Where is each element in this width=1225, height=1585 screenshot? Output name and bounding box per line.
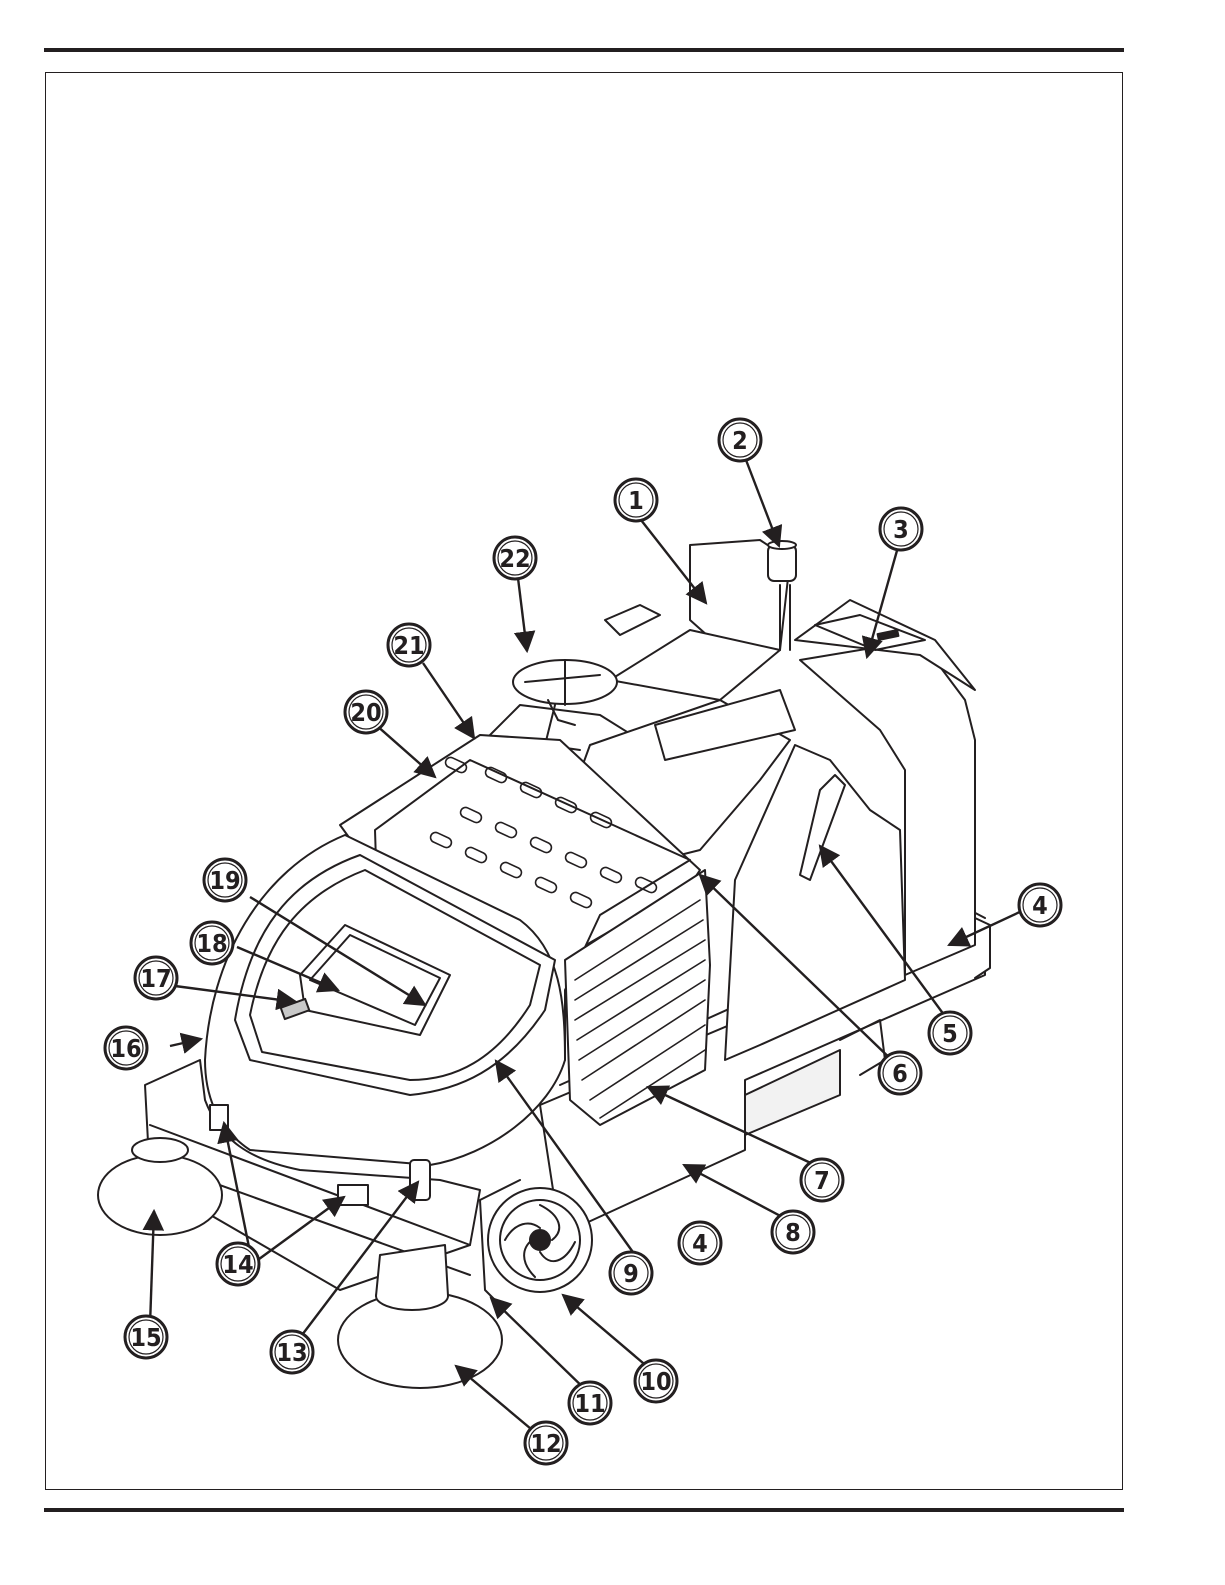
callout-8: 8	[772, 1211, 814, 1253]
svg-text:6: 6	[892, 1059, 908, 1088]
svg-text:21: 21	[393, 631, 424, 660]
callout-9: 9	[610, 1252, 652, 1294]
callout-20: 20	[345, 691, 387, 733]
svg-text:1: 1	[628, 486, 644, 515]
svg-text:17: 17	[140, 964, 171, 993]
callout-4b: 4	[679, 1222, 721, 1264]
callout-22: 22	[494, 537, 536, 579]
callout-16: 16	[105, 1027, 147, 1069]
callout-4a: 4	[1019, 884, 1061, 926]
callout-5: 5	[929, 1012, 971, 1054]
callout-13: 13	[271, 1331, 313, 1373]
armrest	[605, 605, 660, 635]
svg-text:20: 20	[350, 698, 381, 727]
svg-text:15: 15	[130, 1323, 161, 1352]
svg-text:3: 3	[893, 515, 909, 544]
svg-text:16: 16	[110, 1034, 141, 1063]
svg-text:9: 9	[623, 1259, 639, 1288]
callout-17: 17	[135, 957, 177, 999]
svg-text:8: 8	[785, 1218, 801, 1247]
svg-text:5: 5	[942, 1019, 958, 1048]
callout-10: 10	[635, 1360, 677, 1402]
callout-19: 19	[204, 859, 246, 901]
svg-text:19: 19	[209, 866, 240, 895]
svg-text:22: 22	[499, 544, 530, 573]
callout-14: 14	[217, 1243, 259, 1285]
callout-1: 1	[615, 479, 657, 521]
svg-text:13: 13	[276, 1338, 307, 1367]
svg-text:7: 7	[814, 1166, 830, 1195]
callout-11: 11	[569, 1382, 611, 1424]
callout-21: 21	[388, 624, 430, 666]
svg-text:4: 4	[1032, 891, 1048, 920]
side-broom-left	[98, 1155, 222, 1235]
headlight-right	[338, 1185, 368, 1205]
svg-text:10: 10	[640, 1367, 671, 1396]
warning-beacon	[768, 545, 796, 581]
callout-15: 15	[125, 1316, 167, 1358]
callout-7: 7	[801, 1159, 843, 1201]
svg-text:12: 12	[530, 1429, 561, 1458]
svg-text:4: 4	[692, 1229, 708, 1258]
callout-12: 12	[525, 1422, 567, 1464]
svg-text:18: 18	[196, 929, 227, 958]
callout-6: 6	[879, 1052, 921, 1094]
hopper-handle	[410, 1160, 430, 1200]
svg-text:14: 14	[222, 1250, 253, 1279]
callout-2: 2	[719, 419, 761, 461]
svg-text:2: 2	[732, 426, 748, 455]
callout-18: 18	[191, 922, 233, 964]
callout-3: 3	[880, 508, 922, 550]
svg-text:11: 11	[574, 1389, 605, 1418]
